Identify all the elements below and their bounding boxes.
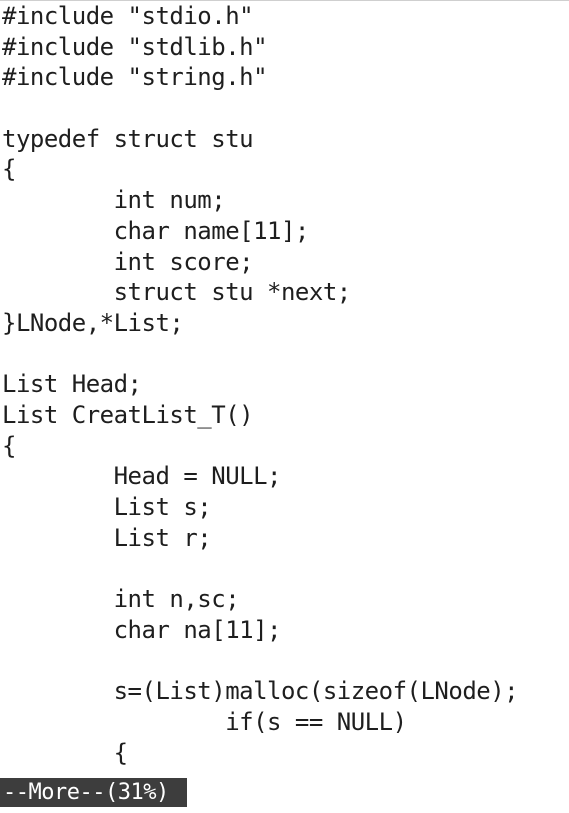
pager-more-prompt[interactable]: --More--(31%) [0, 778, 187, 807]
code-line: { [2, 738, 128, 767]
code-line: List s; [2, 493, 212, 521]
code-line: typedef struct stu [2, 124, 254, 153]
code-line [2, 93, 569, 124]
code-view: #include "stdio.h" #include "stdlib.h" #… [2, 1, 569, 768]
code-line: { [2, 431, 16, 460]
code-line: #include "stdlib.h" [2, 32, 268, 61]
code-line: List r; [2, 523, 212, 552]
code-line: int n,sc; [2, 585, 240, 614]
code-line: if(s == NULL) [2, 707, 407, 736]
code-line [2, 553, 569, 584]
code-line: s=(List)malloc(sizeof(LNode); [2, 677, 519, 706]
code-line: struct stu *next; [2, 278, 352, 307]
code-line: Head = NULL; [2, 462, 282, 491]
code-line: { [2, 155, 16, 184]
code-line: #include "stdio.h" [2, 2, 254, 30]
code-line: #include "string.h" [2, 63, 268, 92]
code-line: int num; [2, 186, 226, 215]
code-line: char name[11]; [2, 216, 310, 245]
code-line: int score; [2, 247, 254, 276]
code-line: List Head; [2, 370, 142, 399]
code-line [2, 339, 569, 370]
code-line: char na[11]; [2, 615, 282, 644]
code-line: List CreatList_T() [2, 400, 254, 429]
code-line [2, 645, 569, 676]
code-line: }LNode,*List; [2, 308, 184, 337]
